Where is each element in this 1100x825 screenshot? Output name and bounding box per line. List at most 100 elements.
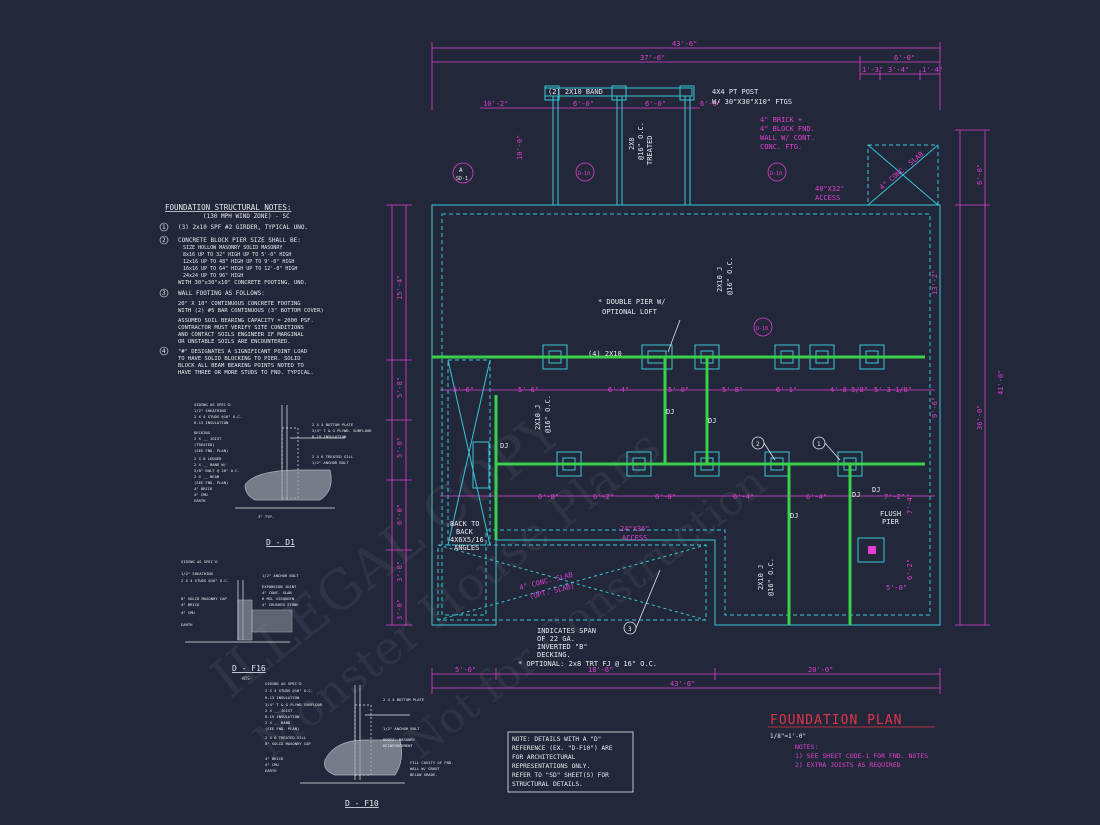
plan-labels: (2) 2X10 BAND 4X4 PT POST W/ 30"X30"X10"… [450, 88, 925, 668]
dim-row1-f: 6'-1" [776, 386, 797, 394]
section-marker-sheet: SD-1 [456, 176, 468, 182]
dimension-labels: 43'-6" 37'-6" 6'-0" 1'-3" 3'-4" 1'-4" 10… [396, 40, 1005, 688]
note-3-e: AND CONTACT SOILS ENGINEER IF MARGINAL [178, 332, 305, 338]
d1-right-2: 3/4" T & G PLYWD. SUBFLOOR [312, 428, 372, 433]
d1-label-10: 2 X __ BAND W/ [194, 462, 226, 467]
dim-left-e: 3'-0" [396, 599, 404, 620]
d1-label-7: (TREATED) [194, 442, 215, 447]
f16-right-5: 4" CRUSHED STONE [262, 602, 299, 607]
f10-right-3: HORIZ. MASONRY [383, 737, 416, 742]
f10-label-2: 2 X 4 STUDS @16" O.C. [265, 688, 313, 693]
d1-label-15: 4" CMU [194, 492, 208, 497]
f16-label-4: 8" SOLID MASONRY CAP [181, 596, 227, 601]
f10-label-7: 2 X __ BAND [265, 720, 291, 725]
d1-label-9: 2 X 8 LEDGER [194, 456, 222, 461]
back-to-back-3: 4X6X5/16 [450, 536, 484, 544]
title-block: FOUNDATION PLAN 1/8"=1'-0" NOTES: 1) SEE… [770, 713, 928, 769]
f10-right-6: WALL W/ GROUT [410, 766, 440, 771]
dim-row1-d: 5'-0" [668, 386, 689, 394]
dim-row1-c: 6'-4" [608, 386, 629, 394]
dim-left-d: 3'-0" [396, 561, 404, 582]
brick-note-4: CONC. FTG. [760, 143, 802, 151]
foundation-walls [431, 85, 941, 626]
f16-right-2: EXPANSION JOINT [262, 584, 297, 589]
dim-row1-a: 5'-6" [453, 386, 474, 394]
f10-label-6: R-19 INSULATION [265, 714, 300, 719]
note-3-c: ASSUMED SOIL BEARING CAPACITY = 2000 PSF… [178, 318, 314, 324]
dj-label-1: DJ [666, 408, 674, 416]
brick-note-3: WALL W/ CONT. [760, 134, 815, 142]
f10-right-7: BELOW GRADE. [410, 772, 437, 777]
d1-label-16: EARTH [194, 498, 206, 503]
dim-left-b: 5'-0" [396, 437, 404, 458]
d1-label-12: 2 X __ BEAM [194, 474, 220, 479]
left-joist-size: 2X10 J [534, 405, 542, 430]
access-lower-size: 24"X36" [620, 525, 650, 533]
f10-right-1: 2 X 4 BOTTOM PLATE [383, 697, 425, 702]
d1-dimension: 3" TYP. [258, 514, 274, 519]
note-2-number: 2 [162, 237, 166, 244]
dj-label-4: DJ [790, 512, 798, 520]
f10-label-9: 2 X 6 TREATED SILL [265, 735, 307, 740]
note-1-number: 1 [162, 224, 166, 231]
dim-right-full: 36'-0" [976, 405, 984, 430]
flush-pier-marker [868, 546, 876, 554]
f10-label-8: (SEE FND. PLAN) [265, 726, 299, 731]
callout-number-2: 2 [756, 441, 760, 448]
dim-right-f: 5'-0" [886, 584, 907, 592]
note-box-line-1: NOTE: DETAILS WITH A "D" [512, 736, 601, 743]
flush-pier-label-1: FLUSH [880, 510, 901, 518]
dim-row2-c: 6'-8" [655, 493, 676, 501]
note-2-footer: WITH 30"x30"x10" CONCRETE FOOTING, UNO. [178, 280, 307, 286]
dim-row2-a: 6'-8" [538, 493, 559, 501]
f10-right-4: REINFORCEMENT [383, 743, 413, 748]
note-3-number: 3 [162, 290, 166, 297]
lower-joist-size: 2X10 J [757, 565, 765, 590]
note-3-b: WITH (2) #5 BAR CONTINUOUS (3" BOTTOM CO… [178, 308, 324, 314]
note-box-line-6: STRUCTURAL DETAILS. [512, 781, 583, 788]
note-2-table-head: SIZE HOLLOW MASONRY SOLID MASONRY [183, 245, 282, 251]
f16-label-6: 4" CMU [181, 610, 195, 615]
dim-row1-h: 5'-3 1/8" [874, 386, 912, 394]
access-top-label: ACCESS [815, 194, 840, 202]
dim-bottom-b: 18'-6" [588, 666, 613, 674]
brick-note-2: 4" BLOCK FND. [760, 125, 815, 133]
f10-label-3: R-13 INSULATION [265, 695, 300, 700]
girder-beams [432, 355, 925, 625]
dim-row2-b: 6'-2" [593, 493, 614, 501]
dim-overall-top: 43'-6" [672, 40, 697, 48]
brick-note-1: 4" BRICK + [760, 116, 802, 124]
note-3: WALL FOOTING AS FOLLOWS: [178, 290, 265, 297]
dim-porch-left: 10'-2" [483, 100, 508, 108]
note-4-number: 4 [162, 348, 166, 355]
porch-joist-spacing: @16" O.C. [637, 122, 645, 160]
f16-right-4: 6 MIL VISQUEEN [262, 596, 295, 601]
note-box-line-4: REPRESENTATIONS ONLY. [512, 763, 590, 770]
note-number-circles [159, 222, 169, 356]
detail-f10-title: D - F10 [345, 799, 379, 808]
detail-f10-labels: SIDING AS SPEC'D 2 X 4 STUDS @16" O.C. R… [265, 681, 453, 777]
dim-left-upper: 15'-4" [396, 275, 404, 300]
span-note-3: INVERTED "B" [537, 643, 588, 651]
dimension-lines [386, 42, 990, 694]
note-4-a: "#" DESIGNATES A SIGNIFICANT POINT LOAD [178, 349, 307, 355]
note-2-row-4: 24x24 UP TO 96" HIGH [183, 273, 243, 279]
detail-f16-title: D - F16 [232, 664, 266, 673]
note-3-a: 20" X 10" CONTINUOUS CONCRETE FOOTING [178, 301, 301, 307]
callout-number-1: 1 [817, 441, 821, 448]
detail-d1-labels: SIDING AS SPEC'D 1/2" SHEATHING 2 X 4 ST… [194, 402, 372, 519]
note-box-line-2: REFERENCE (EX. "D-F10") ARE [512, 745, 613, 752]
note-3-d: CONTRACTOR MUST VERIFY SITE CONDITIONS [178, 325, 304, 331]
porch-joist-treated: TREATED [646, 135, 654, 165]
dim-right-e: 6'-2" [906, 559, 914, 580]
mid-joist-spacing: @16" O.C. [726, 257, 734, 295]
note-4-d: HAVE THREE OR MORE STUDS TO FND. TYPICAL… [178, 370, 314, 376]
note-4-b: TO HAVE SOLID BLOCKING TO PIER. SOLID [178, 356, 301, 362]
f16-label-3: 2 X 4 STUDS @16" O.C. [181, 578, 229, 583]
dim-row1-b: 5'-6" [518, 386, 539, 394]
d1-label-6: 2 X __ JOIST [194, 436, 222, 441]
left-joist-spacing: @16" O.C. [544, 395, 552, 433]
post-footing-label: W/ 30"X30"X10" FTGS [712, 98, 792, 106]
dim-left-c: 6'-0" [396, 504, 404, 525]
d1-label-8: (SEE FND. PLAN) [194, 448, 228, 453]
